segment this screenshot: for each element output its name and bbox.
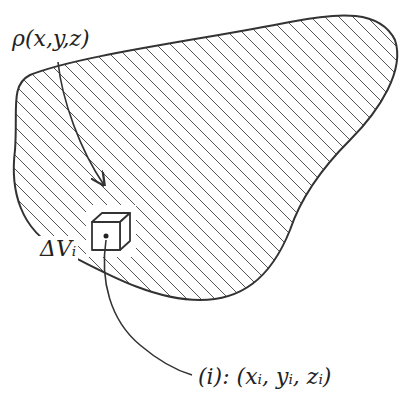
hatch-line [196,0,412,330]
hatch-line [224,0,412,330]
hatch-line [154,0,412,330]
hatch-line [126,0,412,330]
volume-element-cube [92,213,130,250]
hatch-line [0,0,204,330]
hatch-line [266,0,412,330]
hatch-line [252,0,412,330]
hatch-line [210,0,412,330]
label-text: ΔVᵢ [38,236,78,261]
hatch-line [322,0,412,330]
hatch-line [0,0,330,330]
hatch-line [378,0,412,330]
hatch-line [406,0,412,330]
hatch-line [0,0,316,330]
point-dot [104,234,109,239]
point-coordinates-label: (i): (xᵢ, yᵢ, zᵢ) [196,364,333,390]
hatch-line [112,0,412,330]
hatch-line [168,0,412,330]
label-text: (i): (xᵢ, yᵢ, zᵢ) [196,364,333,389]
hatch-line [294,0,412,330]
hatch-line [350,0,412,330]
hatch-line [98,0,412,330]
density-arrow [58,62,104,185]
leader-line [104,240,192,375]
label-text: ρ(x,y,z) [10,26,92,51]
cube-clearing [86,205,136,257]
hatch-line [392,0,412,330]
hatch-line [336,0,412,330]
hatch-line [364,0,412,330]
hatch-line [182,0,412,330]
volume-element-label: ΔVᵢ [38,236,78,262]
density-label: ρ(x,y,z) [10,26,92,52]
hatching [0,0,412,330]
hatch-line [0,0,176,330]
region-outline [14,15,397,300]
hatch-line [0,0,8,330]
hatch-line [280,0,412,330]
hatch-line [0,0,120,330]
